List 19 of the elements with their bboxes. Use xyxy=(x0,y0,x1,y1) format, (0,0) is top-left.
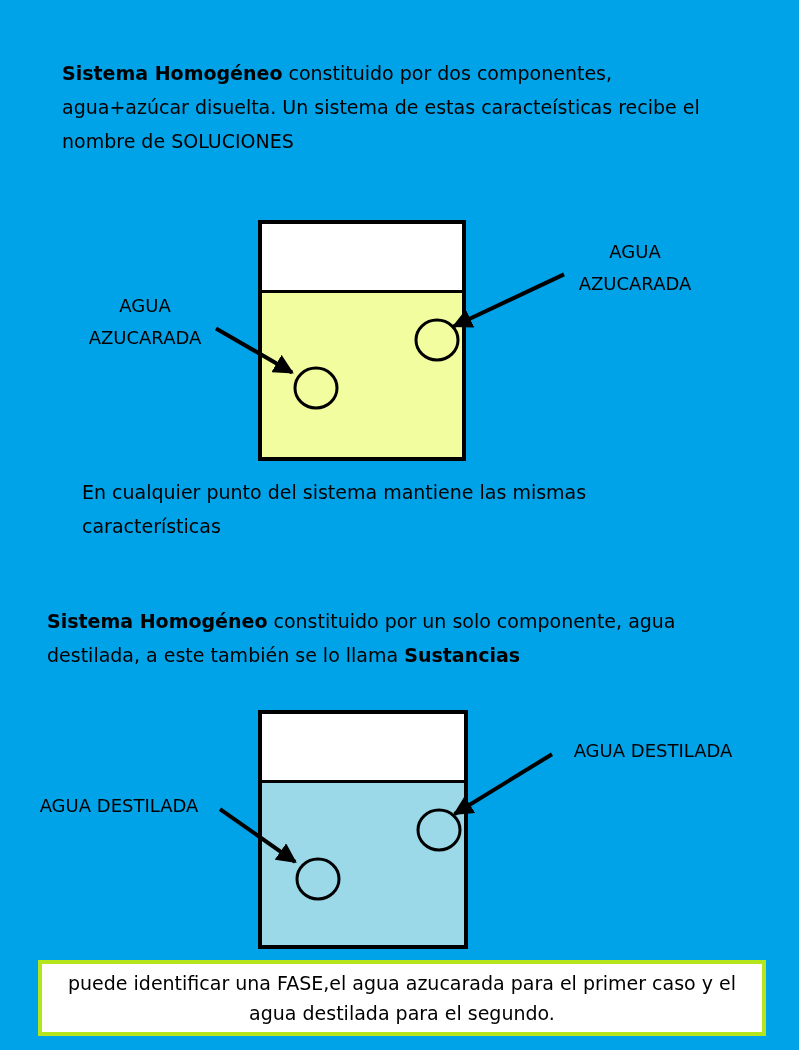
arrow xyxy=(452,272,565,329)
callout-label: AGUA AZUCARADA xyxy=(87,294,203,350)
arrow xyxy=(215,326,294,375)
callout-label: AGUA DESTILADA xyxy=(572,739,734,763)
circle-marker xyxy=(294,855,342,903)
arrow xyxy=(452,752,554,816)
note-text: puede identificar una FASE,el agua azucarada para el primer caso y el agua destilada para el segundo. xyxy=(66,971,737,1026)
description-text: En cualquier punto del sistema mantiene las mismas características xyxy=(82,480,588,539)
beaker-container xyxy=(258,220,466,461)
beaker-container xyxy=(258,710,468,949)
circle-marker xyxy=(413,316,461,364)
arrow xyxy=(218,807,297,864)
callout-label: AGUA AZUCARADA xyxy=(577,240,693,296)
callout-label: AGUA DESTILADA xyxy=(38,794,200,818)
description-text: Sistema Homogéneo constituido por dos componentes, agua+azúcar disuelta. Un sistema de estas caracteísticas recibe el nombre de SOLUCIONES xyxy=(62,61,701,154)
note-box xyxy=(38,960,766,1036)
circle-marker xyxy=(292,364,340,412)
description-text: Sistema Homogéneo constituido por un solo componente, agua destilada, a este también se lo llama Sustancias xyxy=(47,609,677,668)
circle-marker xyxy=(415,806,463,854)
